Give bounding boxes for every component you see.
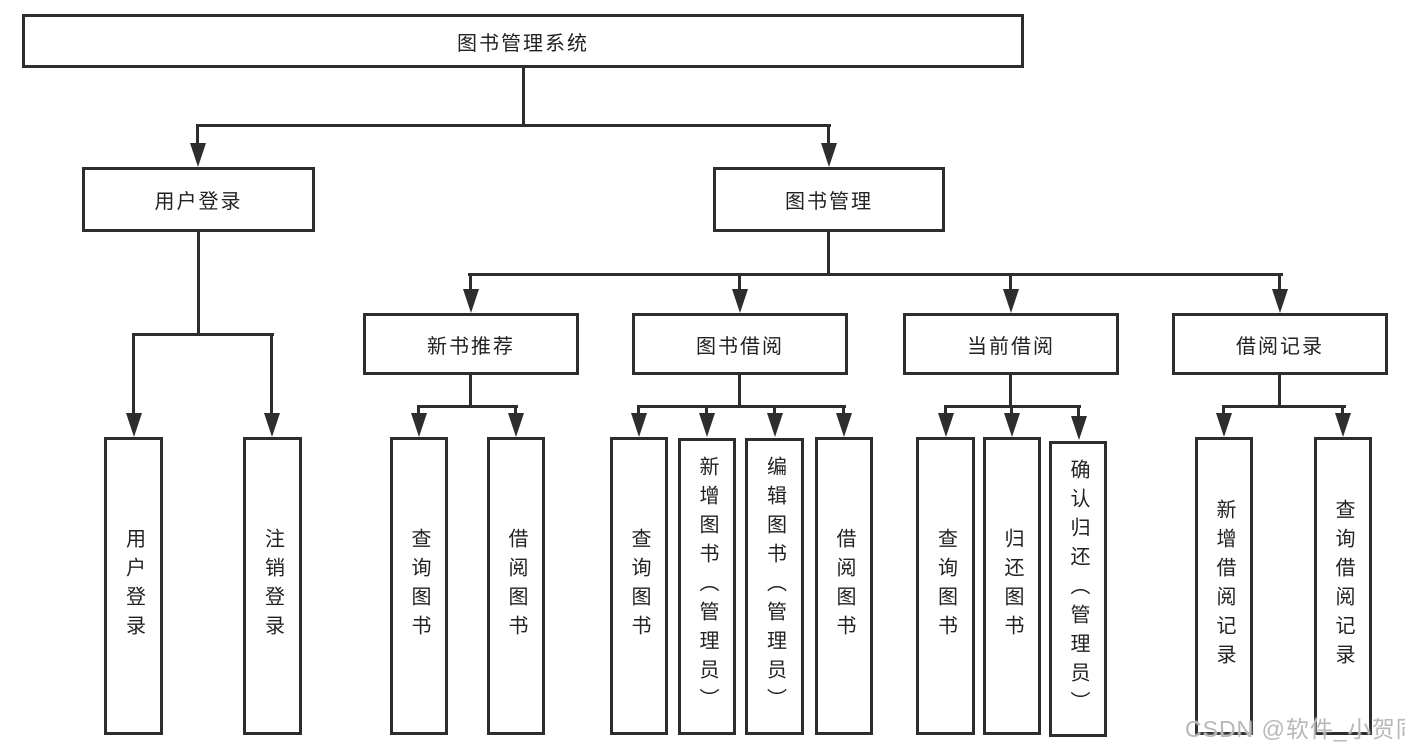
connector-stem bbox=[270, 333, 273, 419]
node-label: 新书推荐 bbox=[427, 335, 515, 358]
node-label: 当前借阅 bbox=[967, 335, 1055, 358]
node-label: 借阅图书 bbox=[833, 528, 855, 644]
down-arrow bbox=[508, 413, 524, 437]
down-arrow bbox=[732, 289, 748, 313]
down-arrow bbox=[631, 413, 647, 437]
leaf-user-login: 用户登录 bbox=[104, 437, 163, 735]
node-label: 图书管理 bbox=[785, 191, 873, 213]
node-book-management: 图书管理 bbox=[713, 167, 945, 232]
connector-stem bbox=[842, 405, 845, 419]
connector-stem bbox=[196, 124, 199, 150]
down-arrow bbox=[1272, 289, 1288, 313]
connector-rail bbox=[1222, 405, 1346, 408]
connector-level3-rail bbox=[468, 273, 1283, 276]
connector-stem bbox=[944, 405, 947, 419]
connector-stem bbox=[132, 333, 135, 419]
down-arrow bbox=[767, 413, 783, 437]
down-arrow bbox=[1071, 416, 1087, 440]
node-label: 图书管理系统 bbox=[457, 32, 589, 55]
connector-rail bbox=[417, 405, 518, 408]
connector-stem bbox=[1278, 273, 1281, 295]
connector-stem bbox=[417, 405, 420, 419]
leaf-borrow-books-recommend: 借阅图书 bbox=[487, 437, 545, 735]
node-library-management-system: 图书管理系统 bbox=[22, 14, 1024, 68]
connector-stem bbox=[1009, 375, 1012, 408]
down-arrow bbox=[1004, 413, 1020, 437]
leaf-query-books-recommend: 查询图书 bbox=[390, 437, 448, 735]
connector-stem bbox=[1341, 405, 1344, 419]
connector-stem bbox=[514, 405, 517, 419]
node-label: 查询图书 bbox=[934, 528, 957, 644]
leaf-logout: 注销登录 bbox=[243, 437, 302, 735]
connector-root-stem bbox=[522, 68, 525, 127]
node-label: 用户登录 bbox=[154, 191, 243, 213]
down-arrow bbox=[126, 413, 142, 437]
connector-stem bbox=[827, 124, 830, 150]
connector-level2-rail bbox=[196, 124, 831, 127]
node-current-borrowing: 当前借阅 bbox=[903, 313, 1119, 375]
down-arrow bbox=[1335, 413, 1351, 437]
leaf-query-books-borrowing: 查询图书 bbox=[610, 437, 668, 735]
connector-stem bbox=[197, 232, 200, 336]
node-label: 借阅图书 bbox=[505, 528, 527, 644]
node-label: 图书借阅 bbox=[696, 335, 784, 358]
connector-stem bbox=[738, 375, 741, 408]
down-arrow bbox=[411, 413, 427, 437]
connector-stem bbox=[1010, 405, 1013, 419]
leaf-edit-book-admin: 编辑图书（管理员） bbox=[745, 438, 804, 735]
connector-stem bbox=[1222, 405, 1225, 419]
node-label: 编辑图书（管理员） bbox=[763, 456, 786, 717]
node-label: 借阅记录 bbox=[1236, 335, 1324, 358]
down-arrow bbox=[1003, 289, 1019, 313]
leaf-return-books: 归还图书 bbox=[983, 437, 1041, 735]
down-arrow bbox=[264, 413, 280, 437]
connector-stem bbox=[705, 405, 708, 419]
down-arrow bbox=[821, 143, 837, 167]
leaf-query-books-current: 查询图书 bbox=[916, 437, 975, 735]
down-arrow bbox=[699, 413, 715, 437]
connector-stem bbox=[1077, 405, 1080, 419]
connector-stem bbox=[469, 375, 472, 408]
connector-user-login-rail bbox=[132, 333, 274, 336]
node-borrowing-records: 借阅记录 bbox=[1172, 313, 1388, 375]
down-arrow bbox=[1216, 413, 1232, 437]
leaf-query-borrow-record: 查询借阅记录 bbox=[1314, 437, 1372, 735]
node-new-book-recommend: 新书推荐 bbox=[363, 313, 579, 375]
connector-stem bbox=[827, 232, 830, 276]
down-arrow bbox=[463, 289, 479, 313]
connector-stem bbox=[738, 273, 741, 295]
node-label: 用户登录 bbox=[122, 528, 145, 644]
node-user-login: 用户登录 bbox=[82, 167, 315, 232]
connector-stem bbox=[1278, 375, 1281, 408]
connector-rail bbox=[637, 405, 846, 408]
node-label: 新增图书（管理员） bbox=[696, 456, 718, 717]
node-label: 查询图书 bbox=[408, 528, 430, 644]
connector-stem bbox=[773, 405, 776, 419]
node-label: 确认归还（管理员） bbox=[1067, 458, 1089, 720]
node-label: 新增借阅记录 bbox=[1213, 499, 1235, 673]
node-label: 归还图书 bbox=[1001, 528, 1023, 644]
connector-stem bbox=[1009, 273, 1012, 295]
leaf-add-borrow-record: 新增借阅记录 bbox=[1195, 437, 1253, 735]
node-label: 查询借阅记录 bbox=[1332, 499, 1354, 673]
down-arrow bbox=[190, 143, 206, 167]
node-book-borrowing: 图书借阅 bbox=[632, 313, 848, 375]
connector-stem bbox=[469, 273, 472, 295]
leaf-borrow-books-borrowing: 借阅图书 bbox=[815, 437, 873, 735]
csdn-watermark: CSDN @软件_小贺同学 bbox=[1185, 716, 1405, 742]
leaf-confirm-return-admin: 确认归还（管理员） bbox=[1049, 441, 1107, 737]
leaf-add-book-admin: 新增图书（管理员） bbox=[678, 438, 736, 735]
node-label: 查询图书 bbox=[628, 528, 650, 644]
connector-stem bbox=[637, 405, 640, 419]
node-label: 注销登录 bbox=[261, 528, 284, 644]
down-arrow bbox=[938, 413, 954, 437]
down-arrow bbox=[836, 413, 852, 437]
